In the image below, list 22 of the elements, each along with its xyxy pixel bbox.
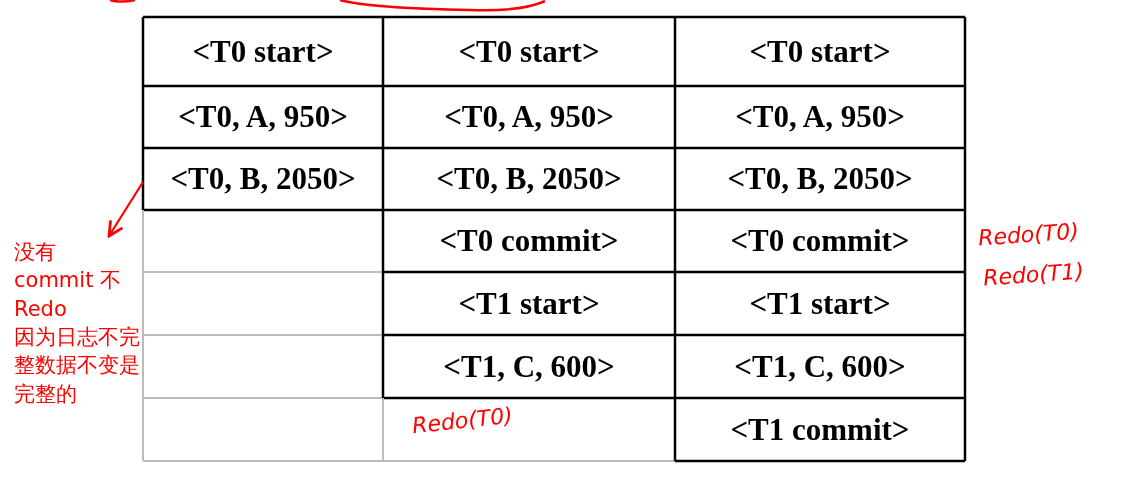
handwritten-note: Redo(T0) <box>977 218 1080 251</box>
handwritten-note: Redo(T0) <box>410 402 514 439</box>
log-record: <T1 start> <box>749 285 891 322</box>
log-record: <T1 start> <box>458 285 600 322</box>
log-record: <T1, C, 600> <box>734 348 906 385</box>
log-record: <T0, B, 2050> <box>170 161 356 197</box>
arrow <box>107 181 144 238</box>
log-record: <T0, A, 950> <box>444 99 614 135</box>
log-record: <T0, B, 2050> <box>436 161 622 197</box>
handwritten-text: 没有 commit 不 Redo <box>14 239 123 323</box>
log-record: <T0 start> <box>192 33 334 70</box>
handwritten-note: Redo(T1) <box>982 258 1085 291</box>
log-record: <T0 start> <box>749 33 891 70</box>
log-record: <T0, A, 950> <box>735 99 905 135</box>
log-record: <T1 commit> <box>730 411 910 448</box>
handwritten-text: 因为日志不完整数据不变是完整的 <box>14 324 141 408</box>
log-record: <T0, A, 950> <box>178 99 348 135</box>
log-record: <T1, C, 600> <box>443 348 615 385</box>
log-record: <T0 commit> <box>730 223 910 259</box>
log-record: <T0 commit> <box>439 223 619 259</box>
log-record: <T0 start> <box>458 33 600 70</box>
log-record: <T0, B, 2050> <box>727 161 913 197</box>
